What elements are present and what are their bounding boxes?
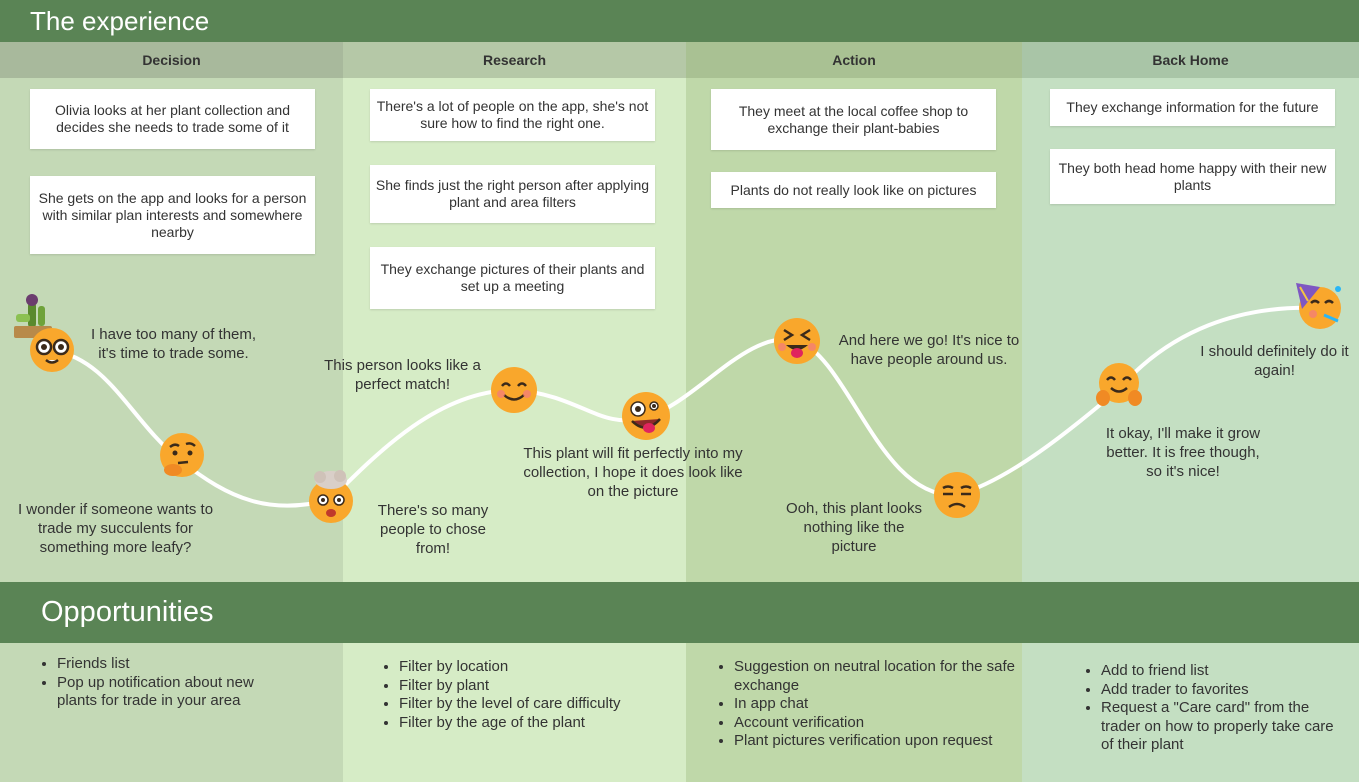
smiling-face-icon [491, 367, 537, 413]
column-header-research: Research [343, 42, 686, 78]
unamused-face-icon [934, 472, 980, 518]
list-item: Filter by the level of care difficulty [399, 695, 689, 714]
column-header-back-home: Back Home [1022, 42, 1359, 78]
list-item: Pop up notification about new plants for… [57, 674, 287, 711]
decision-note-2: I wonder if someone wants to trade my su… [17, 501, 214, 556]
list-item: Suggestion on neutral location for the s… [734, 658, 1024, 695]
back-home-note-2: It okay, I'll make it grow better. It is… [1105, 425, 1261, 480]
list-item: Filter by the age of the plant [399, 714, 689, 733]
hugging-face-icon [1096, 363, 1142, 406]
list-item: Account verification [734, 714, 1024, 733]
action-note-2: Ooh, this plant looks nothing like the p… [786, 500, 922, 555]
list-item: Friends list [57, 655, 287, 674]
research-note-2: There's so many people to chose from! [377, 502, 489, 557]
list-item: Add trader to favorites [1101, 681, 1341, 700]
decision-opp-bg [0, 643, 343, 782]
column-header-action: Action [686, 42, 1022, 78]
column-header-decision: Decision [0, 42, 343, 78]
opportunities-header-band: Opportunities [0, 582, 1359, 643]
partying-face-icon [1296, 283, 1341, 329]
experience-title: The experience [30, 6, 210, 36]
decision-card-2: She gets on the app and looks for a pers… [30, 176, 315, 254]
back-home-note-1: I should definitely do it again! [1200, 343, 1349, 379]
action-card-1: They meet at the local coffee shop to ex… [711, 89, 996, 150]
list-item: Add to friend list [1101, 662, 1341, 681]
nerd-face-with-plant-icon [14, 294, 74, 372]
zany-face-icon [622, 392, 670, 440]
research-opp-bg [343, 643, 686, 782]
action-card-2: Plants do not really look like on pictur… [711, 172, 996, 208]
back-home-opportunities-list: Add to friend list Add trader to favorit… [1083, 662, 1341, 755]
research-opportunities-list: Filter by location Filter by plant Filte… [381, 658, 689, 732]
list-item: Filter by location [399, 658, 689, 677]
thinking-face-icon [160, 433, 204, 477]
squinting-tongue-face-icon [774, 318, 820, 364]
list-item: Request a "Care card" from the trader on… [1101, 699, 1341, 755]
list-item: Filter by plant [399, 677, 689, 696]
research-note-3: This plant will fit perfectly into my co… [523, 445, 743, 500]
back-home-opp-bg [1022, 643, 1359, 782]
action-note-1: And here we go! It's nice to have people… [838, 332, 1020, 368]
list-item: Plant pictures verification upon request [734, 732, 1024, 751]
back-home-card-1: They exchange information for the future [1050, 89, 1335, 126]
action-opp-bg [686, 643, 1022, 782]
decision-card-1: Olivia looks at her plant collection and… [30, 89, 315, 149]
opportunities-title: Opportunities [41, 596, 214, 628]
exploding-head-icon [309, 470, 353, 523]
research-card-3: They exchange pictures of their plants a… [370, 247, 655, 309]
decision-note-1: I have too many of them, it's time to tr… [90, 326, 257, 362]
research-note-1: This person looks like a perfect match! [324, 357, 481, 393]
back-home-card-2: They both head home happy with their new… [1050, 149, 1335, 204]
research-card-1: There's a lot of people on the app, she'… [370, 89, 655, 141]
experience-header-band: The experience [0, 0, 1359, 42]
research-card-2: She finds just the right person after ap… [370, 165, 655, 223]
list-item: In app chat [734, 695, 1024, 714]
action-opportunities-list: Suggestion on neutral location for the s… [716, 658, 1024, 751]
decision-opportunities-list: Friends list Pop up notification about n… [39, 655, 287, 711]
